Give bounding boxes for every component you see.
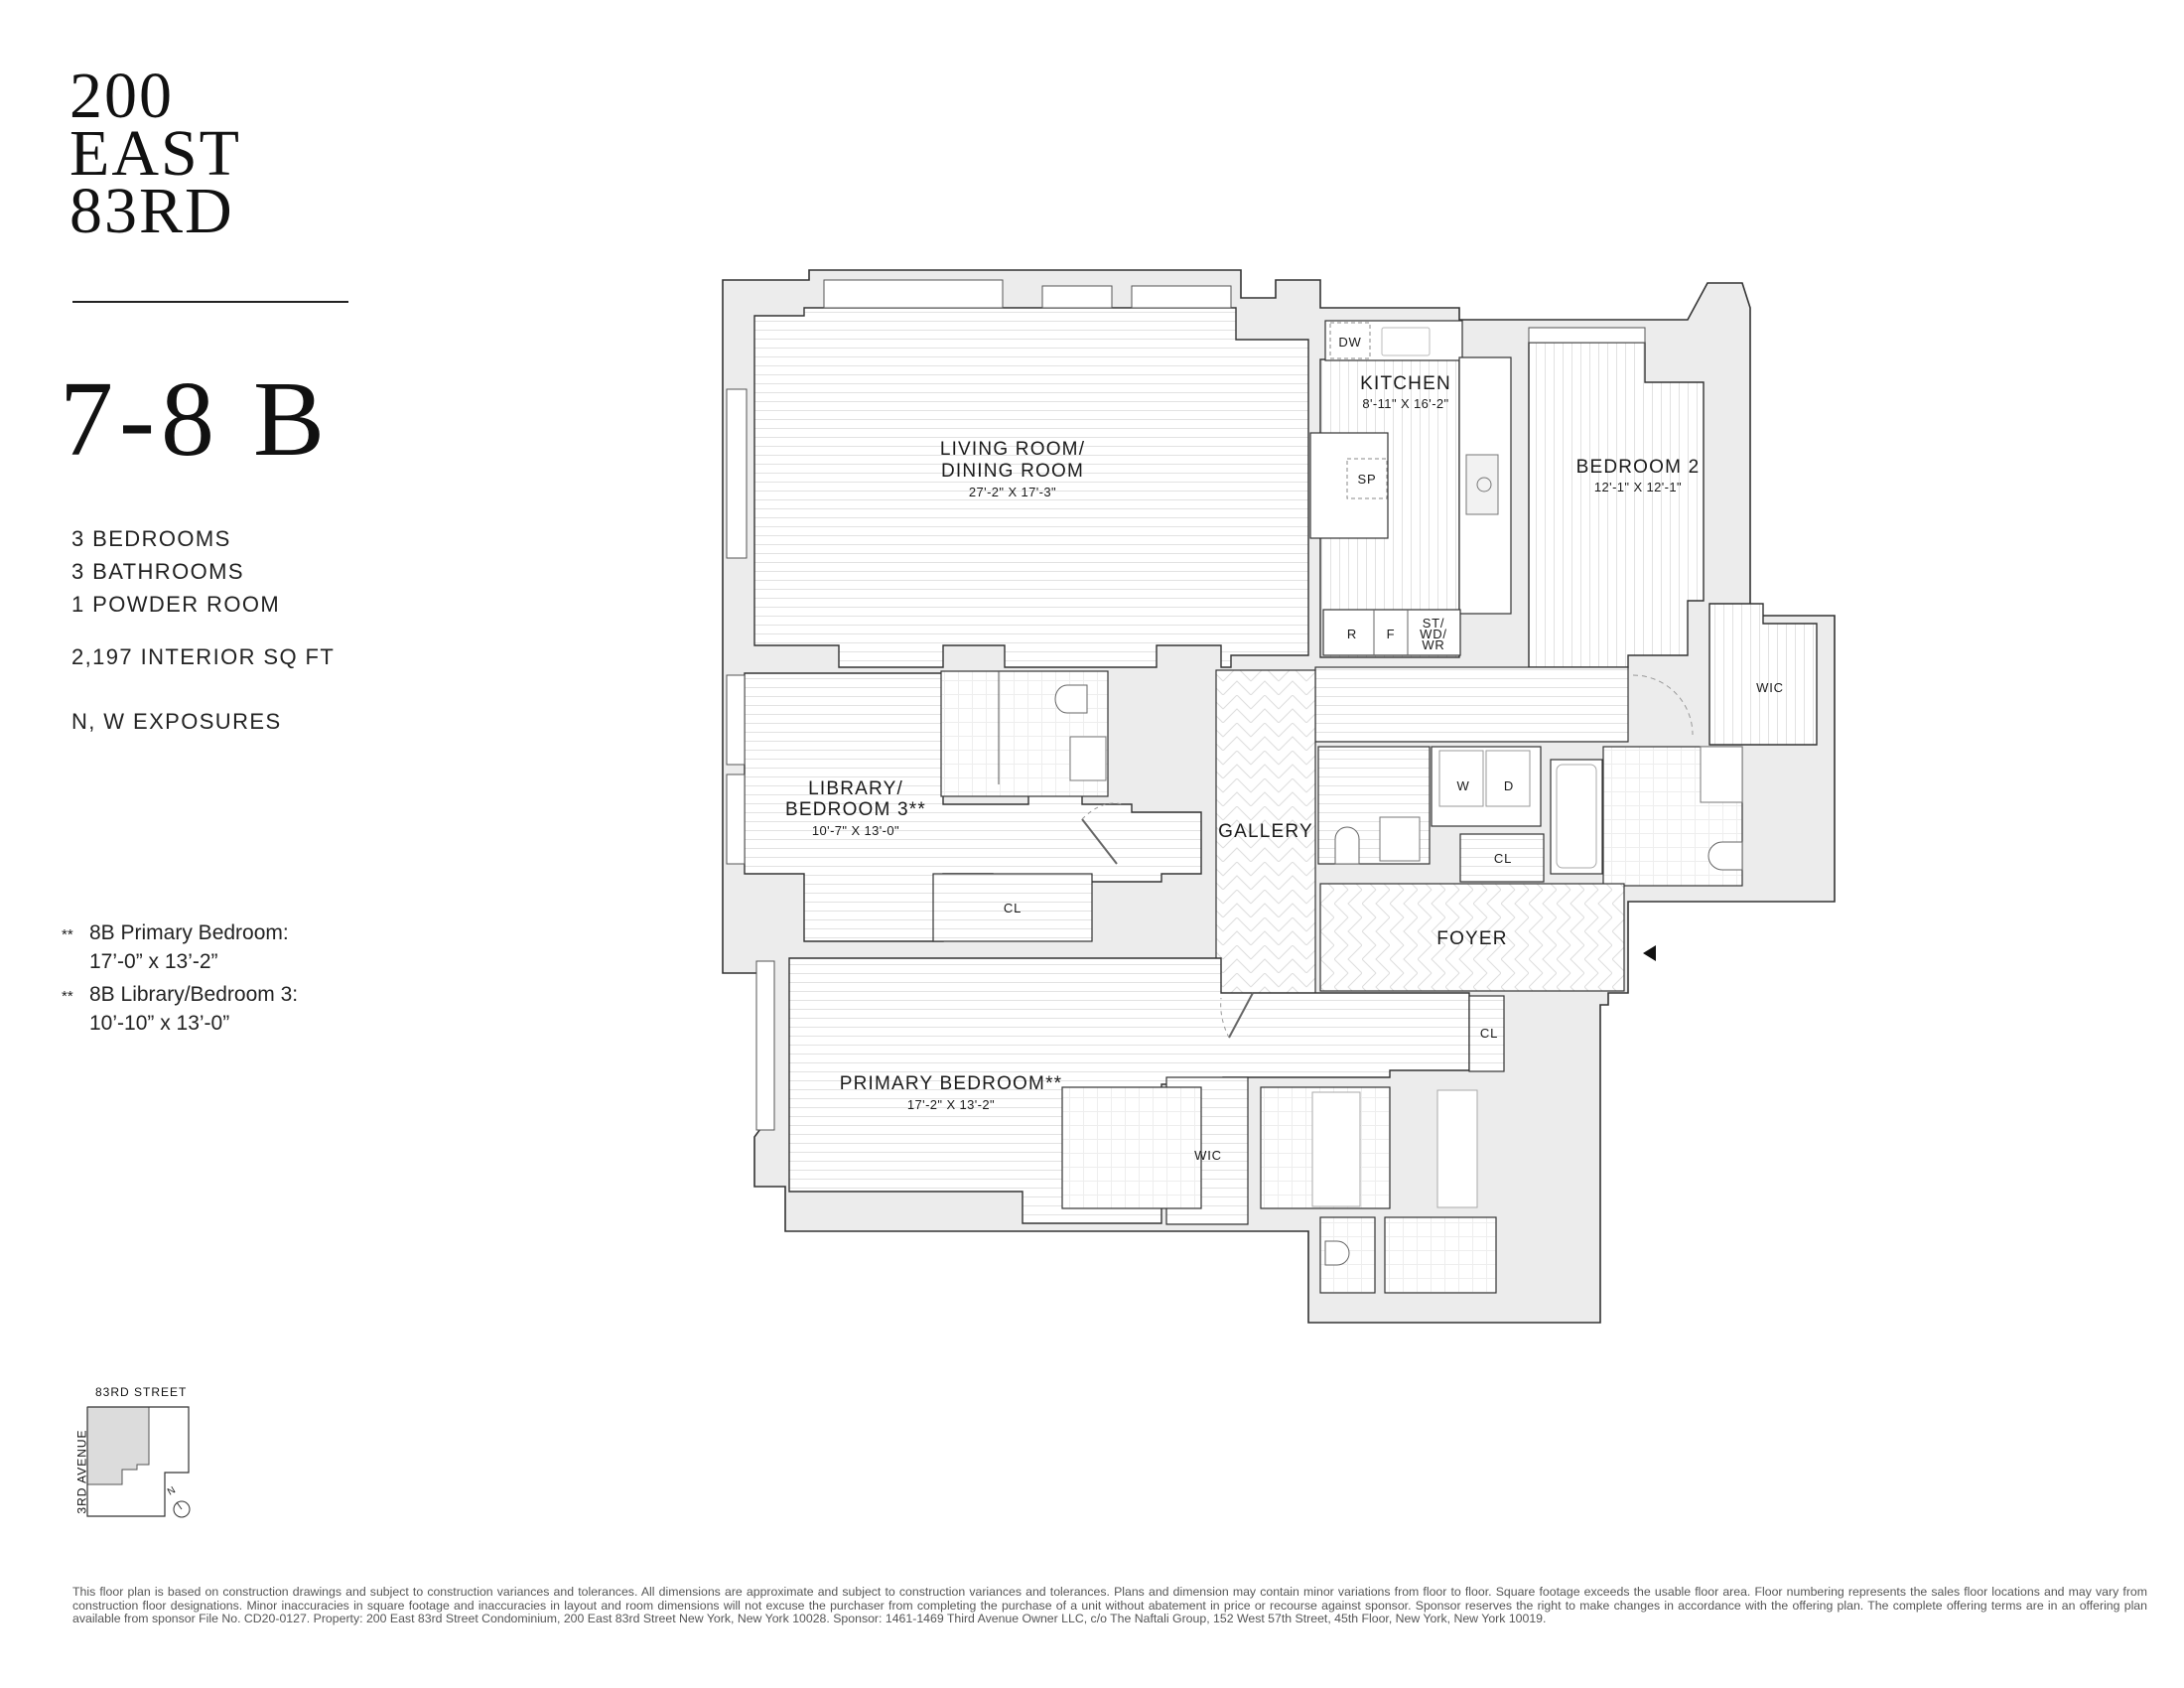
divider-rule (72, 301, 348, 303)
powder-sink-icon (1379, 816, 1421, 862)
footnote-title: 8B Primary Bedroom: (89, 921, 289, 944)
vanity-sink-icon (1069, 736, 1107, 781)
footnote-library: ** 8B Library/Bedroom 3: 10’-10” x 13’-0… (62, 980, 298, 1038)
kitchen-appliance-bank (1322, 609, 1461, 656)
window-living-west (726, 388, 748, 559)
bathtub-icon (1556, 764, 1597, 869)
label-library: LIBRARY/ (808, 778, 903, 799)
room-closet-primary (1468, 995, 1505, 1072)
label-closet-library: CL (1004, 901, 1022, 915)
spec-bedrooms: 3 BEDROOMS (71, 526, 231, 551)
spec-powder-room: 1 POWDER ROOM (71, 592, 281, 617)
room-wic-bedroom-2 (1708, 603, 1818, 746)
label-wr: WR (1422, 637, 1444, 652)
logo-line-1: 200 (69, 60, 174, 132)
bathtub-icon (1436, 1089, 1478, 1208)
footnote-dims: 10’-10” x 13’-0” (89, 1012, 230, 1035)
unit-title: 7-8 B (60, 360, 331, 479)
building-logo: 200 EAST 83RD (69, 60, 241, 247)
label-closet-primary: CL (1480, 1026, 1498, 1041)
door-primary (1228, 992, 1254, 1039)
label-foyer: FOYER (1436, 928, 1507, 949)
label-living: LIVING ROOM/ (940, 439, 1085, 460)
spec-bathrooms: 3 BATHROOMS (71, 559, 244, 584)
label-bedroom-2: BEDROOM 2 (1576, 457, 1701, 478)
unit-specs: 3 BEDROOMS 3 BATHROOMS 1 POWDER ROOM 2,1… (71, 522, 335, 738)
label-dining: DINING ROOM (941, 461, 1084, 482)
room-bedroom-2 (1528, 342, 1705, 668)
spec-interior-area: 2,197 INTERIOR SQ FT (71, 644, 336, 669)
label-freezer: F (1387, 627, 1396, 641)
north-label-icon: N (166, 1484, 178, 1497)
footnotes: ** 8B Primary Bedroom: 17’-0” x 13’-2” *… (62, 918, 298, 1042)
dryer-icon (1485, 750, 1531, 807)
window-bedroom-2 (1528, 327, 1646, 344)
door-library (1081, 818, 1118, 865)
key-plan-diagram: N (86, 1406, 191, 1518)
spec-exposures: N, W EXPOSURES (71, 709, 282, 734)
sink-prep-outline (1346, 458, 1388, 499)
room-living-dining (753, 307, 1309, 668)
kitchen-sink-icon (1381, 327, 1431, 356)
footnote-marker: ** (62, 926, 73, 943)
label-wic-primary: WIC (1194, 1148, 1222, 1163)
dims-library: 10'-7" X 13'-0" (812, 823, 899, 838)
toilet-icon (1334, 826, 1360, 865)
key-plan: 83RD STREET 3RD AVENUE N (58, 1385, 216, 1534)
label-st: ST/ (1423, 616, 1445, 631)
label-dishwasher: DW (1338, 335, 1361, 350)
label-dryer: D (1504, 778, 1514, 793)
entry-arrow-icon (1643, 945, 1656, 961)
kitchen-island (1309, 432, 1389, 539)
label-wd: WD/ (1420, 627, 1447, 641)
label-closet-hall: CL (1494, 851, 1512, 866)
toilet-icon (1324, 1240, 1350, 1266)
washer-icon (1438, 750, 1484, 807)
footnote-primary: ** 8B Primary Bedroom: 17’-0” x 13’-2” (62, 918, 298, 976)
dims-bedroom-2: 12'-1" X 12'-1" (1594, 480, 1682, 494)
cooktop-icon (1465, 454, 1499, 515)
logo-line-3: 83RD (69, 175, 234, 247)
room-closet-hall (1459, 833, 1545, 883)
window-living-3 (1131, 285, 1232, 309)
footnote-marker: ** (62, 988, 73, 1005)
legal-disclaimer: This floor plan is based on construction… (72, 1585, 2147, 1625)
label-bedroom-3: BEDROOM 3** (785, 799, 926, 820)
north-compass-icon (173, 1500, 191, 1518)
label-gallery: GALLERY (1218, 821, 1313, 842)
dims-living: 27'-2" X 17'-3" (969, 485, 1056, 499)
label-kitchen: KITCHEN (1360, 373, 1451, 394)
label-primary-bedroom: PRIMARY BEDROOM** (840, 1073, 1063, 1094)
street-label: 83RD STREET (95, 1385, 188, 1399)
door-swing-bedroom-2 (1632, 674, 1694, 736)
vanity-sink-icon (1700, 746, 1743, 803)
toilet-icon (1054, 684, 1088, 714)
vanity-double-sink-icon (1311, 1091, 1361, 1207)
label-refrigerator: R (1347, 627, 1357, 641)
dims-kitchen: 8'-11" X 16'-2" (1362, 396, 1448, 411)
primary-shower (1384, 1216, 1497, 1294)
label-sp: SP (1358, 472, 1377, 487)
label-washer: W (1456, 778, 1469, 793)
window-living-1 (823, 279, 1004, 309)
window-library-1 (726, 674, 746, 766)
toilet-icon (1707, 841, 1743, 871)
dims-primary-bedroom: 17'-2" X 13'-2" (907, 1097, 995, 1112)
primary-bath-vanity-area (1061, 1086, 1202, 1209)
label-wic-bedroom-2: WIC (1756, 680, 1784, 695)
window-living-2 (1041, 285, 1113, 309)
logo-line-2: EAST (69, 117, 241, 190)
footnote-dims: 17’-0” x 13’-2” (89, 950, 218, 973)
room-gallery (1215, 669, 1316, 1029)
dishwasher-outline (1329, 322, 1371, 359)
room-closet-library (932, 873, 1093, 942)
window-library-2 (726, 774, 746, 865)
hallway-east (1314, 666, 1629, 743)
footnote-title: 8B Library/Bedroom 3: (89, 983, 299, 1006)
window-primary (755, 960, 775, 1131)
room-foyer (1319, 883, 1625, 992)
